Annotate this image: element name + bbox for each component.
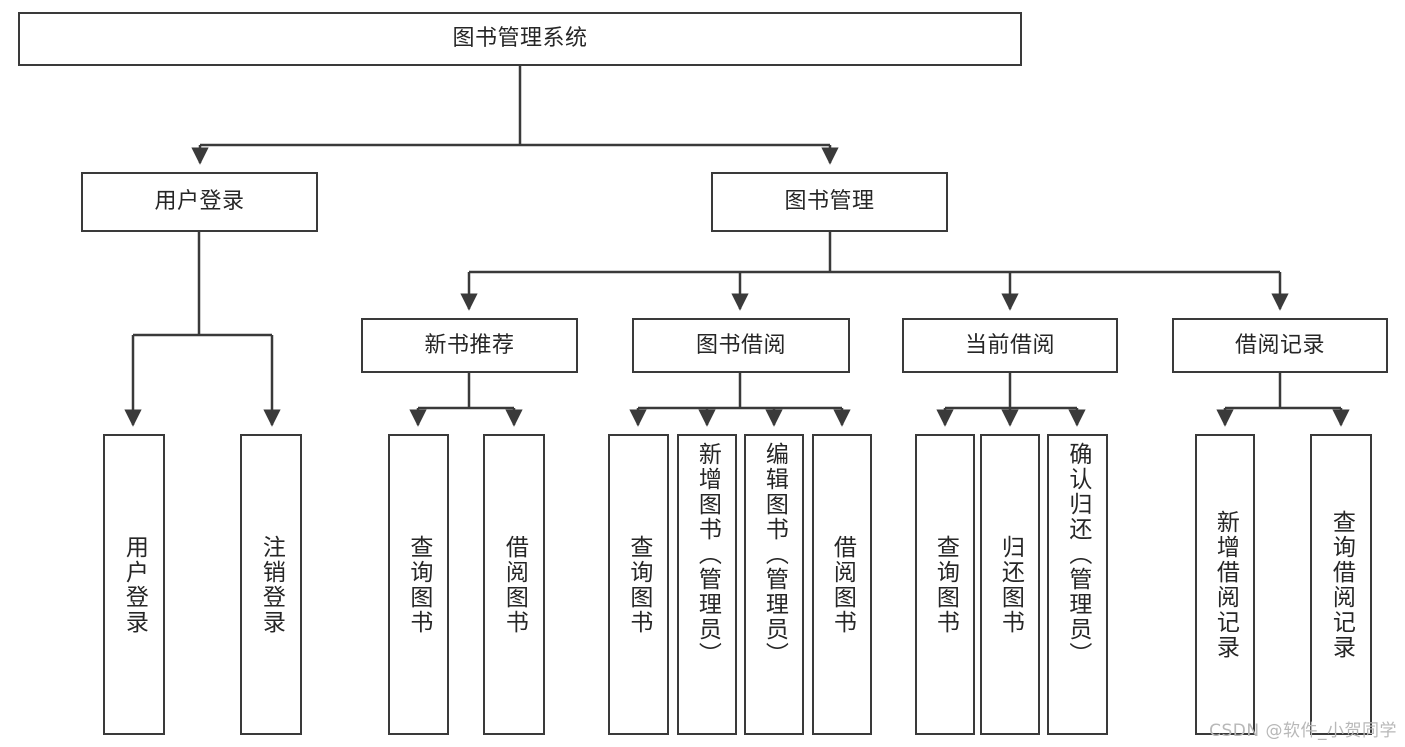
node-label: 查询图书 xyxy=(625,534,652,635)
node-label: 查询借阅记录 xyxy=(1328,509,1355,660)
node-label: 注销登录 xyxy=(258,534,285,635)
node-book-manage[interactable]: 图书管理 xyxy=(711,172,948,232)
node-book-borrow[interactable]: 图书借阅 xyxy=(632,318,850,373)
watermark: CSDN @软件_小贺同学 xyxy=(1209,721,1397,741)
node-label: 归还图书 xyxy=(997,534,1024,635)
node-label: 新书推荐 xyxy=(424,332,515,358)
node-root-system[interactable]: 图书管理系统 xyxy=(18,12,1022,66)
node-label: 用户登录 xyxy=(154,189,245,215)
node-label: 新增借阅记录 xyxy=(1212,509,1239,660)
node-label: 图书管理系统 xyxy=(452,26,588,52)
node-borrow-record[interactable]: 借阅记录 xyxy=(1172,318,1388,373)
node-leaf-confirm-return[interactable]: 确认归还（管理员） xyxy=(1047,434,1108,735)
node-label: 图书管理 xyxy=(784,189,875,215)
node-label: 新增图书（管理员） xyxy=(694,442,721,667)
node-label: 编辑图书（管理员） xyxy=(761,442,788,667)
node-leaf-return-book[interactable]: 归还图书 xyxy=(980,434,1040,735)
node-label: 查询图书 xyxy=(405,534,432,635)
node-current-borrow[interactable]: 当前借阅 xyxy=(902,318,1118,373)
node-leaf-borrow-book-2[interactable]: 借阅图书 xyxy=(812,434,872,735)
node-new-book-rec[interactable]: 新书推荐 xyxy=(361,318,578,373)
node-label: 用户登录 xyxy=(121,534,148,635)
node-leaf-user-login[interactable]: 用户登录 xyxy=(103,434,165,735)
node-label: 当前借阅 xyxy=(964,332,1055,358)
node-leaf-query-book-2[interactable]: 查询图书 xyxy=(608,434,669,735)
node-leaf-user-logout[interactable]: 注销登录 xyxy=(240,434,302,735)
node-label: 借阅图书 xyxy=(829,534,856,635)
node-leaf-query-book-3[interactable]: 查询图书 xyxy=(915,434,975,735)
node-label: 图书借阅 xyxy=(695,332,786,358)
node-leaf-query-record[interactable]: 查询借阅记录 xyxy=(1310,434,1372,735)
node-leaf-borrow-book-1[interactable]: 借阅图书 xyxy=(483,434,545,735)
node-leaf-edit-book[interactable]: 编辑图书（管理员） xyxy=(744,434,804,735)
node-leaf-add-book[interactable]: 新增图书（管理员） xyxy=(677,434,737,735)
node-label: 查询图书 xyxy=(932,534,959,635)
node-leaf-query-book-1[interactable]: 查询图书 xyxy=(388,434,449,735)
node-label: 借阅图书 xyxy=(501,534,528,635)
node-label: 确认归还（管理员） xyxy=(1064,442,1091,667)
node-user-login[interactable]: 用户登录 xyxy=(81,172,318,232)
node-leaf-add-record[interactable]: 新增借阅记录 xyxy=(1195,434,1255,735)
node-label: 借阅记录 xyxy=(1234,332,1325,358)
